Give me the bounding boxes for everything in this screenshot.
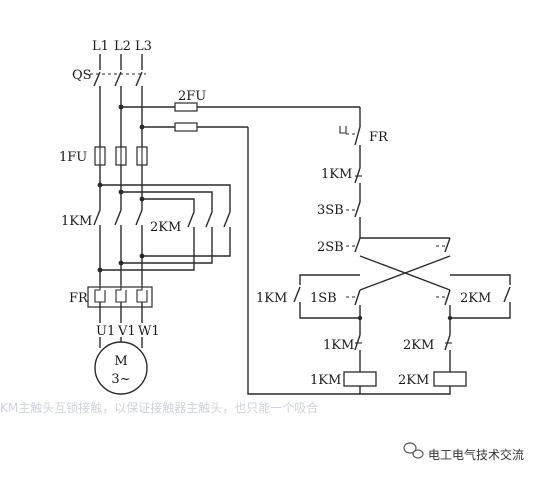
wechat-icon — [403, 442, 424, 459]
label-1km-interlock: 1KM — [323, 338, 354, 353]
control-circuit — [174, 102, 511, 395]
label-l2: L2 — [114, 39, 131, 54]
label-2sb: 2SB — [317, 240, 344, 255]
coil-2km — [433, 371, 467, 387]
coil-1km — [343, 371, 377, 387]
label-fr-ctrl: FR — [369, 130, 389, 145]
motor-label: M — [114, 354, 127, 369]
label-u1: U1 — [96, 324, 115, 339]
label-l3: L3 — [135, 39, 152, 54]
label-2km-hold: 2KM — [460, 291, 491, 306]
label-2fu: 2FU — [178, 89, 206, 104]
watermark-text: 电工电气技术交流 — [428, 447, 524, 462]
label-1km-main: 1KM — [61, 214, 92, 229]
figure-caption: KM主触头互锁接触，以保证接触器主触头，也只能一个吸合 — [0, 400, 318, 415]
label-l1: L1 — [92, 39, 109, 54]
label-1km-coil: 1KM — [310, 373, 341, 388]
label-2km-main: 2KM — [150, 220, 181, 235]
label-1sb: 1SB — [310, 291, 337, 306]
label-2km-interlock: 2KM — [403, 338, 434, 353]
label-w1: W1 — [138, 324, 160, 339]
motor-symbol — [94, 341, 148, 395]
fuse-2fu-top — [174, 102, 198, 112]
fuse-2fu-bottom — [174, 122, 198, 132]
label-3sb: 3SB — [317, 203, 344, 218]
label-2km-coil: 2KM — [398, 373, 429, 388]
label-1km-hold: 1KM — [256, 291, 287, 306]
label-qs: QS — [72, 68, 92, 83]
label-1km-ctrl: 1KM — [321, 167, 352, 182]
label-v1: V1 — [117, 324, 136, 339]
power-circuit — [87, 54, 231, 395]
motor-phase-label: 3~ — [111, 372, 130, 387]
label-1fu: 1FU — [59, 150, 87, 165]
label-fr-main: FR — [69, 291, 89, 306]
